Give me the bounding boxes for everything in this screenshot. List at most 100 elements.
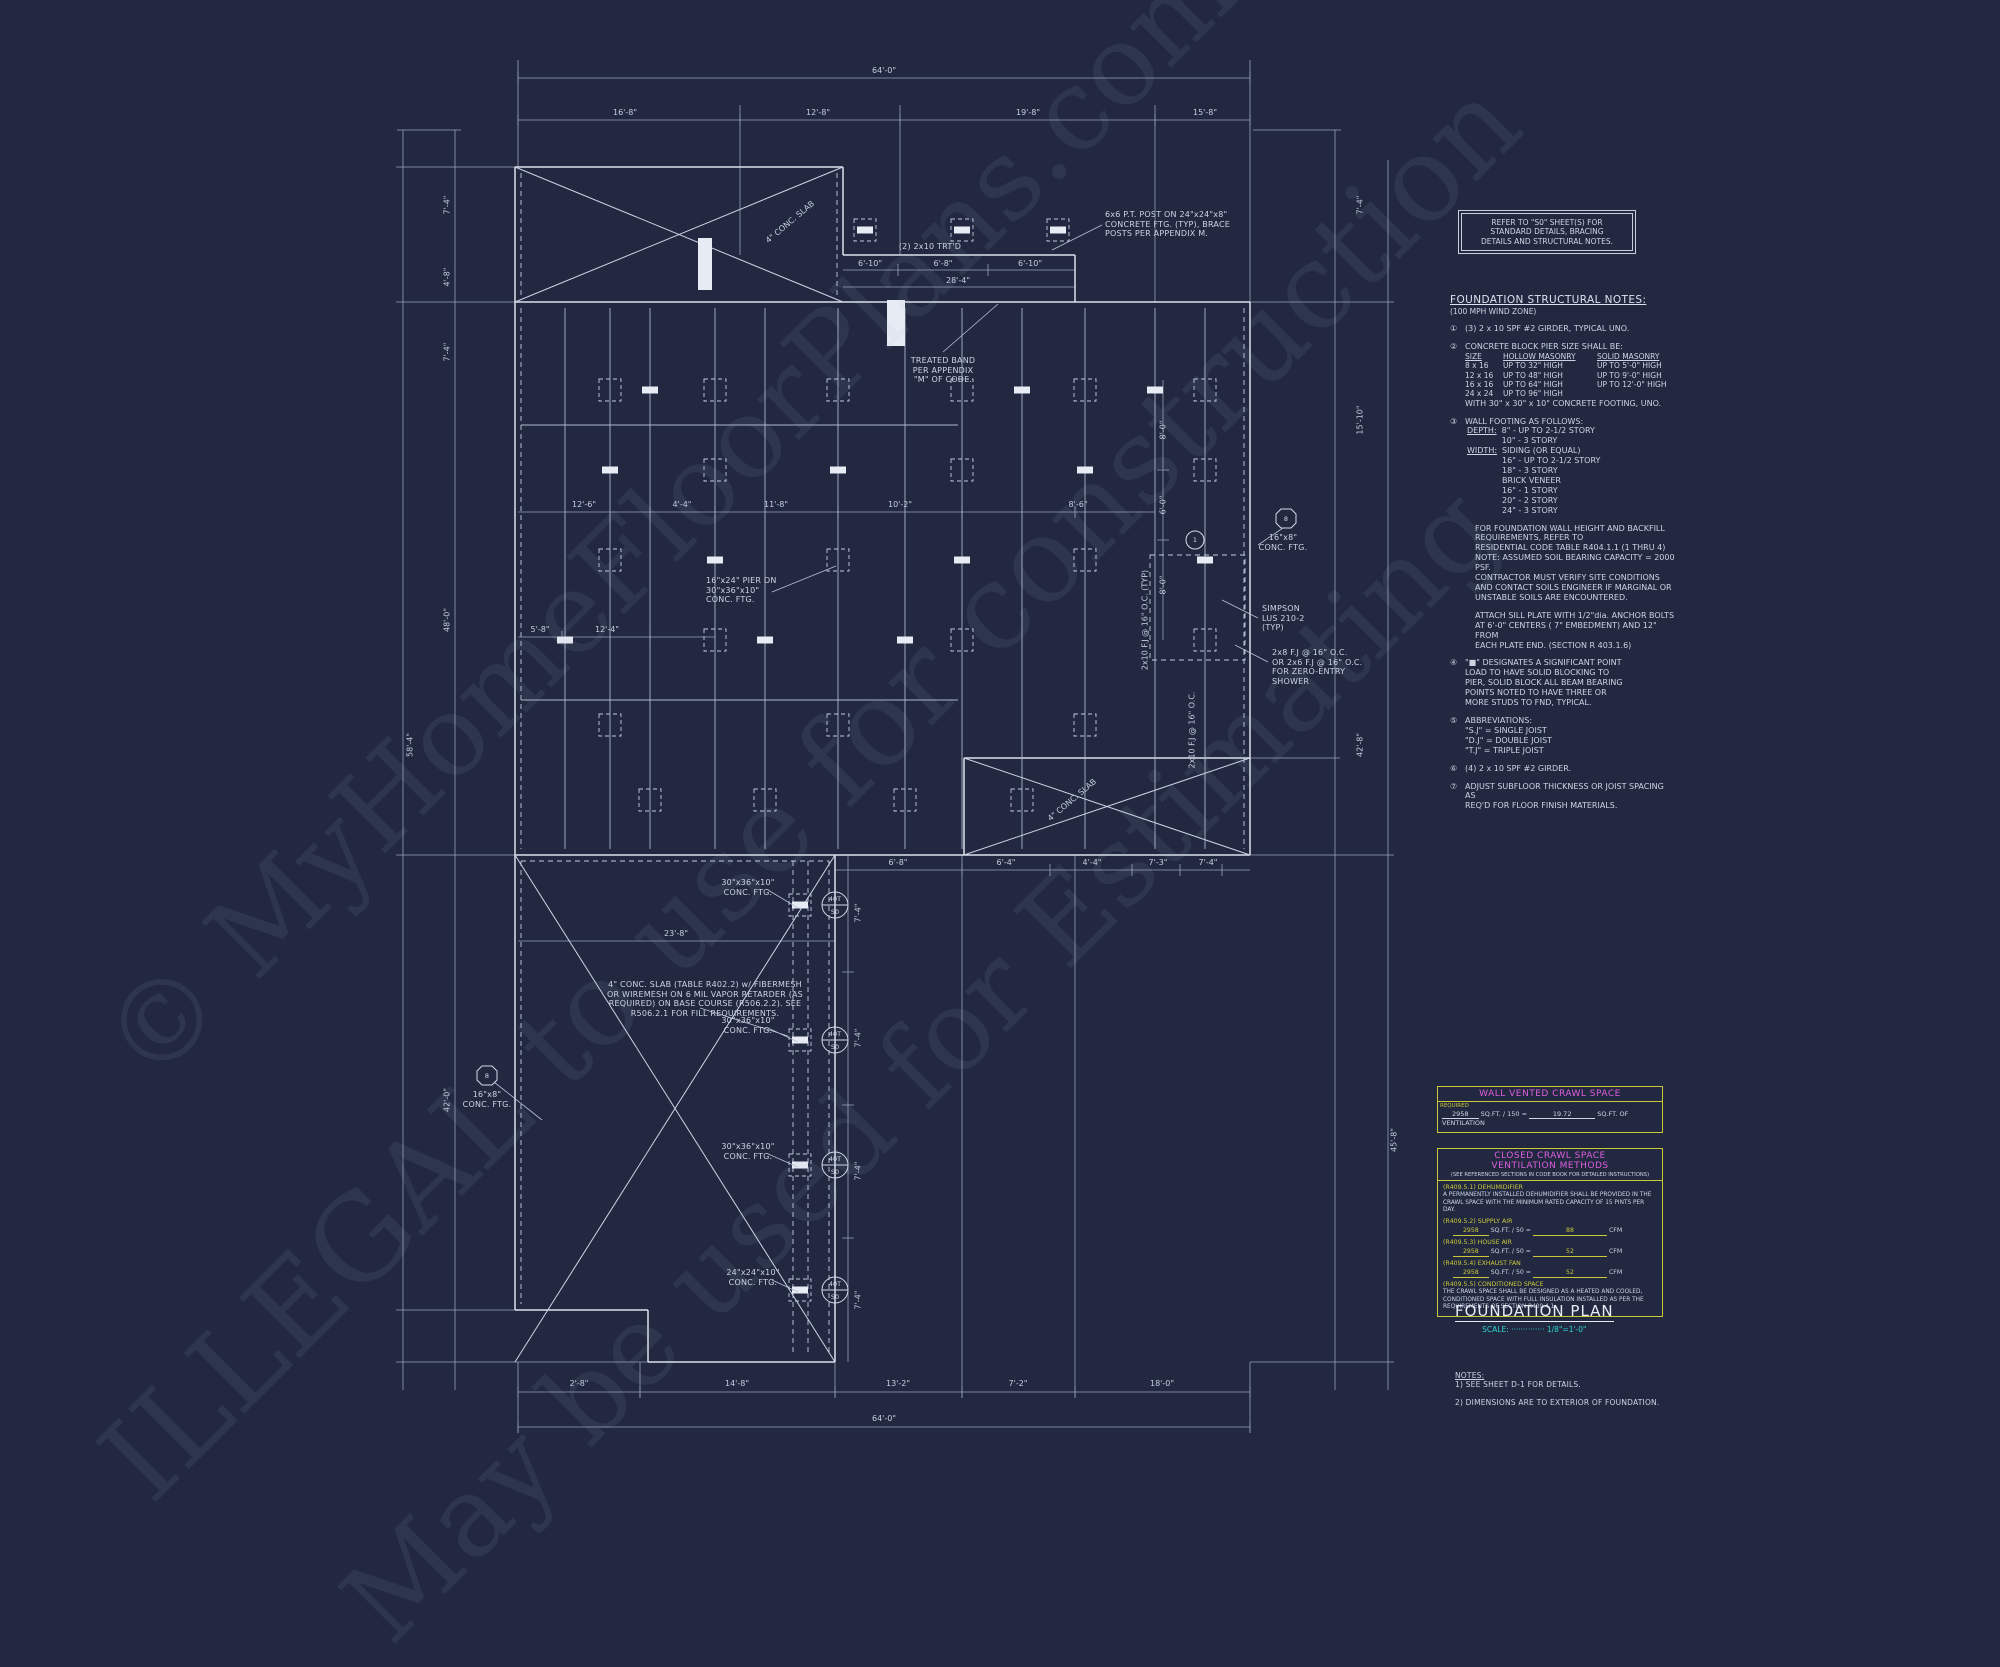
dim-label: 10'-2": [887, 500, 913, 509]
dim-label: 64'-0": [871, 1414, 897, 1423]
dim-label: 7'-3": [1148, 858, 1168, 867]
dim-label: 7'-4": [853, 1028, 863, 1048]
dim-label: 7'-4": [442, 342, 452, 362]
detail-callout-bottom: S0: [830, 908, 840, 916]
footing-label: 30"x36"x10" CONC. FTG.: [721, 1016, 775, 1035]
detail-callout-top: 40T: [828, 895, 842, 903]
post-note: 6x6 P.T. POST ON 24"x24"x8" CONCRETE FTG…: [1105, 210, 1231, 239]
structural-notes-panel: FOUNDATION STRUCTURAL NOTES: (100 MPH WI…: [1450, 294, 1676, 819]
crawl-area-value: 2958: [1442, 1110, 1479, 1119]
dim-label: 4'-8": [442, 267, 452, 287]
dim-label: 64'-0": [871, 66, 897, 75]
x-bracing: [514, 166, 1251, 1363]
dim-label: 8'-0": [1158, 575, 1168, 595]
row-desc: THE CRAWL SPACE SHALL BE DESIGNED AS A H…: [1443, 1289, 1644, 1311]
sheet-notes-title: NOTES:: [1455, 1371, 1485, 1380]
row-ref-name: (R409.5.3) HOUSE AIR: [1443, 1238, 1512, 1246]
sheet-title: FOUNDATION PLAN: [1455, 1302, 1614, 1322]
footing-label: 30"x36"x10" CONC. FTG.: [721, 1142, 775, 1161]
wall-vented-header: WALL VENTED CRAWL SPACE: [1438, 1087, 1662, 1102]
floor-joist-label: 2x10 F.J @ 16" O.C. (TYP): [1140, 569, 1150, 671]
dim-label: 15'-10": [1355, 405, 1365, 435]
slab-note: 4" CONC. SLAB (TABLE R402.2) w/ FIBERMES…: [607, 980, 803, 1018]
wall-outline: [514, 166, 1251, 1363]
dim-label: 6'-0": [1158, 495, 1168, 515]
interior-joists: [521, 308, 1206, 849]
scale-label: SCALE: ·············· 1/8"=1'-0": [1482, 1325, 1587, 1334]
note-4-point-load: ④ "■" DESIGNATES A SIGNIFICANT POINT LOA…: [1450, 658, 1623, 708]
callout-circles: [476, 508, 1297, 1304]
dim-label: 18'-0": [1149, 1379, 1175, 1388]
note-7-subfloor: ⑦ ADJUST SUBFLOOR THICKNESS OR JOIST SPA…: [1450, 781, 1664, 811]
closed-crawl-subtitle: (SEE REFERENCED SECTIONS IN CODE BOOK FO…: [1438, 1171, 1662, 1181]
circle-callout: 1: [1192, 536, 1198, 544]
dim-label: 16'-8": [612, 108, 638, 117]
sheet-notes: NOTES: 1) SEE SHEET D-1 FOR DETAILS. 2) …: [1455, 1371, 1660, 1407]
dim-label: 12'-4": [594, 625, 620, 634]
note-5-abbreviations: ⑤ ABBREVIATIONS: "S.J" = SINGLE JOIST "D…: [1450, 715, 1553, 755]
dim-label: 7'-4": [442, 195, 452, 215]
row-formula: 2958 SQ.FT. / 50 = 88 CFM: [1453, 1227, 1657, 1236]
dim-label: 4'-4": [1082, 858, 1102, 867]
note-2-pier-table: ② CONCRETE BLOCK PIER SIZE SHALL BE: SIZ…: [1450, 342, 1676, 408]
dim-label: 5'-8": [530, 625, 550, 634]
wind-zone-subtitle: (100 MPH WIND ZONE): [1450, 307, 1537, 317]
dim-label: 28'-4": [945, 276, 971, 285]
dim-label: 8'-6": [1068, 500, 1088, 509]
row-formula: 2958 SQ.FT. / 50 = 52 CFM: [1453, 1269, 1657, 1279]
row-ref-name: (R409.5.1) DEHUMIDIFIER: [1443, 1184, 1523, 1191]
dim-label: 14'-8": [724, 1379, 750, 1388]
treated-band-note: TREATED BAND PER APPENDIX "M" OF CODE.: [910, 356, 976, 385]
note-3-wall-footing: ③ WALL FOOTING AS FOLLOWS: DEPTH: 8" - U…: [1450, 416, 1675, 650]
ventilation-value: 19.72: [1529, 1110, 1596, 1119]
dim-label: 12'-8": [805, 108, 831, 117]
closed-crawl-header: CLOSED CRAWL SPACE VENTILATION METHODS: [1491, 1151, 1609, 1171]
dim-label: 4'-4": [672, 500, 692, 509]
dim-label: 13'-2": [885, 1379, 911, 1388]
refer-note-box: REFER TO "S0" SHEET(S) FOR STANDARD DETA…: [1458, 210, 1636, 255]
dim-label: 45'-8": [1389, 1127, 1399, 1153]
dim-label: 7'-2": [1008, 1379, 1028, 1388]
dim-label: 8'-0": [1158, 420, 1168, 440]
dim-label: 6'-10": [1017, 259, 1043, 268]
plan-linework: [396, 60, 1394, 1433]
detail-callout-top: 40T: [828, 1030, 842, 1038]
row-ref-name: (R409.5.4) EXHAUST FAN: [1443, 1259, 1521, 1267]
note-6-girder: ⑥ (4) 2 x 10 SPF #2 GIRDER.: [1450, 763, 1572, 773]
row-ref-name: (R409.5.5) CONDITIONED SPACE: [1443, 1281, 1544, 1289]
footing-label: 30"x36"x10" CONC. FTG.: [721, 878, 775, 897]
pier-squares: [598, 218, 1217, 1302]
dimension-lines: [396, 60, 1394, 1433]
dim-label: 42'-0": [442, 1087, 452, 1113]
octagon-callout: 8: [484, 1072, 490, 1080]
structural-notes-title: FOUNDATION STRUCTURAL NOTES:: [1450, 294, 1647, 306]
dim-label: 15'-8": [1192, 108, 1218, 117]
row-ref-name: (R409.5.2) SUPPLY AIR: [1443, 1217, 1513, 1225]
detail-callout-top: 40T: [828, 1280, 842, 1288]
closed-crawl-table: CLOSED CRAWL SPACE VENTILATION METHODS (…: [1437, 1148, 1663, 1317]
detail-callout-bottom: S0: [830, 1043, 840, 1051]
footing-label: 16"x8" CONC. FTG.: [462, 1090, 512, 1109]
dim-label: 7'-4": [1355, 195, 1365, 215]
dim-label: 6'-4": [996, 858, 1016, 867]
dim-label: 7'-4": [853, 1290, 863, 1310]
pier-size-table: SIZE HOLLOW MASONRY SOLID MASONRY 8 x 16…: [1465, 352, 1667, 399]
foundation-plan-sheet: { "colors": {"background":"#212840","lin…: [73, 0, 1676, 1667]
title-block: FOUNDATION PLAN SCALE: ·············· 1/…: [1455, 1302, 1614, 1334]
wall-vented-crawl-table: WALL VENTED CRAWL SPACE REQUIRED 2958 SQ…: [1437, 1086, 1663, 1133]
dim-label: 48'-0": [442, 607, 452, 633]
dim-label: 58'-4": [405, 732, 415, 758]
dim-label: 2'-8": [569, 1379, 589, 1388]
note-1: ① (3) 2 x 10 SPF #2 GIRDER, TYPICAL UNO.: [1450, 324, 1630, 334]
dim-label: 6'-8": [933, 259, 953, 268]
dim-label: 11'-8": [763, 500, 789, 509]
detail-callout-top: 40T: [828, 1155, 842, 1163]
detail-callout-bottom: S0: [830, 1293, 840, 1301]
footing-label: 24"x24"x10" CONC. FTG.: [726, 1268, 780, 1287]
dim-label: 19'-8": [1015, 108, 1041, 117]
refer-note-text: REFER TO "S0" SHEET(S) FOR STANDARD DETA…: [1461, 213, 1633, 252]
shower-joist-note: 2x8 F.J @ 16" O.C. OR 2x6 F.J @ 16" O.C.…: [1272, 648, 1363, 686]
dim-label: 6'-10": [857, 259, 883, 268]
dim-label: 12'-6": [571, 500, 597, 509]
pier-note: 16"x24" PIER ON 30"x36"x10" CONC. FTG.: [706, 576, 777, 605]
